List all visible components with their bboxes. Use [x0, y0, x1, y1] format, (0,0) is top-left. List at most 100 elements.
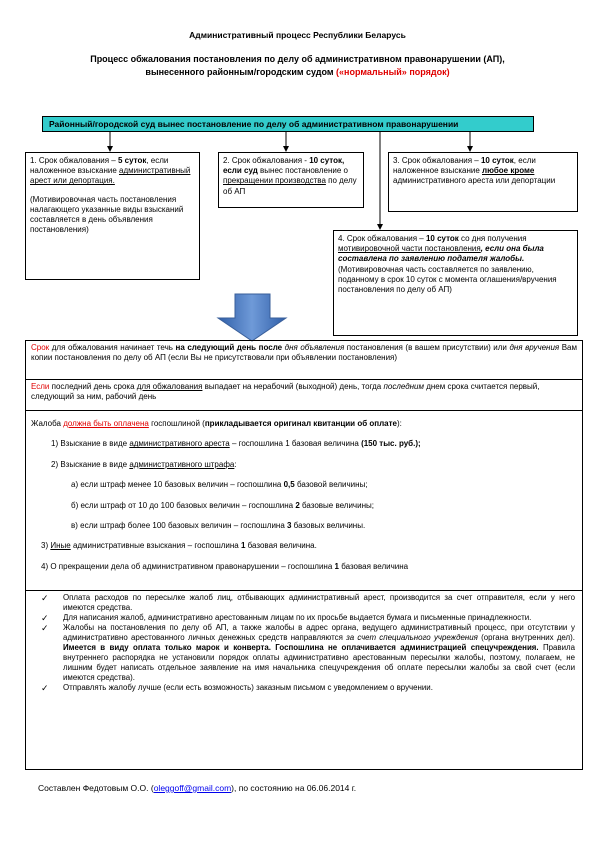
page-title: Административный процесс Республики Бела… [189, 30, 406, 40]
fee2c-amount: 3 [287, 520, 292, 530]
flow-header: Районный/городской суд вынес постановлен… [42, 116, 534, 132]
fee4-text2: базовая величина [338, 561, 409, 571]
rule2-if: Если [31, 382, 50, 391]
fee2-colon: : [234, 459, 237, 469]
arrowhead-box3 [467, 146, 473, 152]
rule1-text: для обжалования начинает течь [49, 343, 176, 352]
rule2-text2: выпадает на нерабочий (выходной) день, т… [202, 382, 384, 391]
fee2b-text: б) если штраф от 10 до 100 базовых велич… [71, 500, 296, 510]
rule2-text3: днем срока считается первый, следующий з… [31, 382, 540, 402]
fee3-text2: базовая величина. [245, 541, 317, 551]
checkmark-icon: ✓ [41, 622, 49, 633]
arrowhead-box1 [107, 146, 113, 152]
fee-item-fine: 2) Взыскание в виде административного шт… [31, 460, 577, 470]
fee1-text: 1) Взыскание в виде [51, 439, 130, 449]
fee-intro: Жалоба [31, 419, 64, 428]
email-link[interactable]: oleggoff@gmail.com [153, 783, 232, 793]
rule1-next-day: на следующий день после [175, 343, 283, 352]
rule1-term: Срок [31, 343, 50, 352]
box4-term: 10 суток [425, 234, 459, 243]
subtitle-line-1: Процесс обжалования постановления по дел… [90, 54, 505, 64]
fee-receipt: прикладывается оригинал квитанции об опл… [204, 419, 397, 428]
box3-any-except: любое кроме [482, 166, 535, 176]
rule-fee: Жалоба должна быть оплачена госпошлиной … [26, 411, 582, 591]
fee2-text: 2) Взыскание в виде [51, 459, 130, 469]
rule2-appeal: для обжалования [136, 382, 203, 391]
note3-special: за счет специального учреждения [346, 632, 478, 642]
footer-author: Составлен Федотовым О.О. ( [38, 783, 154, 793]
rules-table: Срок для обжалования начинает течь на сл… [25, 340, 583, 770]
box4-text2: со дня получения [458, 234, 527, 243]
box3-text3: административного ареста или депортации [393, 176, 556, 186]
note3-text3: Правила внутреннего распорядка не устано… [63, 642, 575, 682]
box2-subject: прекращении производства [223, 176, 326, 186]
fee2-fine: административного штрафа [129, 459, 235, 469]
fee-item-arrest: 1) Взыскание в виде административного ар… [31, 439, 577, 449]
fee-fine-a: а) если штраф менее 10 базовых величин –… [31, 480, 577, 490]
footer: Составлен Федотовым О.О. (oleggoff@gmail… [38, 783, 356, 794]
note-item: ✓Отправлять жалобу лучше (если есть возм… [41, 682, 575, 693]
fee2a-amount: 0,5 [283, 480, 295, 490]
fee4-text: 4) О прекращении дела об административно… [41, 561, 335, 571]
rule2-text: последний день срока [49, 382, 137, 391]
fee2a-text2: базовой величины; [294, 480, 368, 490]
rule-term-start: Срок для обжалования начинает течь на сл… [26, 341, 582, 380]
fee-intro2: госпошлиной ( [148, 419, 205, 428]
rule1-text2: постановления (в вашем присутствии) или [344, 343, 510, 352]
box2-text3: по делу об АП [223, 176, 357, 196]
fee2c-text2: базовых величины. [291, 520, 366, 530]
deadline-box-1: 1. Срок обжалования – 5 суток, если нало… [25, 152, 200, 280]
note-item: ✓ Для написания жалоб, административно ар… [41, 612, 575, 623]
box3-text2: , если наложенное взыскание [393, 156, 536, 176]
deadline-box-4: 4. Срок обжалования – 10 суток со дня по… [333, 230, 578, 336]
deadline-box-2: 2. Срок обжалования - 10 суток, если суд… [218, 152, 364, 208]
note-item: ✓ Оплата расходов по пересылке жалоб лиц,… [41, 593, 575, 613]
fee1-amount: (150 тыс. руб.); [361, 439, 421, 449]
box1-text2: , если наложенное взыскание [30, 156, 169, 176]
fee-fine-c: в) если штраф более 100 базовых величин … [31, 521, 577, 531]
fee3-text: административные взыскания – госпошлина [70, 541, 241, 551]
footer-date: ), по состоянию на 06.06.2014 г. [231, 783, 357, 793]
box1-term: 5 суток [117, 156, 147, 165]
fee-intro3: ): [397, 419, 402, 428]
fee3-amount: 1 [240, 541, 246, 551]
box3-term: 10 суток [480, 156, 514, 165]
rule1-delivery-day: дня вручения [509, 343, 560, 352]
checkmark-icon: ✓ [41, 612, 49, 623]
arrowhead-box4 [377, 224, 383, 230]
subtitle-line-2: вынесенного районным/городским судом («н… [30, 66, 565, 79]
fee2a-text: а) если штраф менее 10 базовых величин –… [71, 480, 284, 490]
note3-bold: Имеется в виду оплата только марок и кон… [63, 642, 539, 652]
box1-note: (Мотивировочная часть постановления нала… [30, 194, 184, 235]
box2-term: 10 суток, если суд [223, 156, 345, 176]
page-subtitle: Процесс обжалования постановления по дел… [30, 53, 565, 79]
box2-text2: вынес постановление о [257, 166, 348, 176]
fee1-arrest: административного ареста [129, 439, 230, 449]
fee-must-pay: должна быть оплачена [63, 419, 149, 428]
note4-text: Отправлять жалобу лучше (если есть возмо… [63, 682, 433, 692]
note3-text: Жалобы на постановления по делу об АП, а… [63, 622, 575, 642]
box1-penalty: административный арест или депортация. [30, 166, 191, 186]
fee2b-amount: 2 [295, 500, 300, 510]
note3-text2: (органа внутренних дел). [477, 632, 575, 642]
note1-text: Оплата расходов по пересылке жалоб лиц, … [63, 593, 575, 612]
note2-text: Для написания жалоб, административно аре… [63, 612, 532, 622]
box4-text: 4. Срок обжалования – [338, 234, 426, 243]
deadline-box-3: 3. Срок обжалования – 10 суток, если нал… [388, 152, 578, 212]
checkmark-icon: ✓ [41, 593, 49, 603]
fee2b-text2: базовые величины; [299, 500, 374, 510]
box4-condition: , если она была составлена по заявлению … [338, 244, 544, 264]
fee3-num: 3) [41, 541, 51, 551]
fee1-text2: – госпошлина 1 базовая величина [229, 439, 362, 449]
box4-reasoning-part: мотивировочной части постановления [338, 244, 481, 254]
box1-text: 1. Срок обжалования – [30, 156, 118, 165]
note-item: ✓ Жалобы на постановления по делу об АП, … [41, 622, 575, 683]
fee4-amount: 1 [334, 561, 339, 571]
rule-holiday: Если последний день срока для обжаловани… [26, 380, 582, 411]
fee-item-other: 3) Иные административные взыскания – гос… [31, 541, 577, 551]
box4-note: (Мотивировочная часть составляется по за… [338, 264, 557, 295]
arrowhead-box2 [283, 146, 289, 152]
fee-fine-b: б) если штраф от 10 до 100 базовых велич… [31, 501, 577, 511]
rule1-announce-day: дня объявления [282, 343, 345, 352]
